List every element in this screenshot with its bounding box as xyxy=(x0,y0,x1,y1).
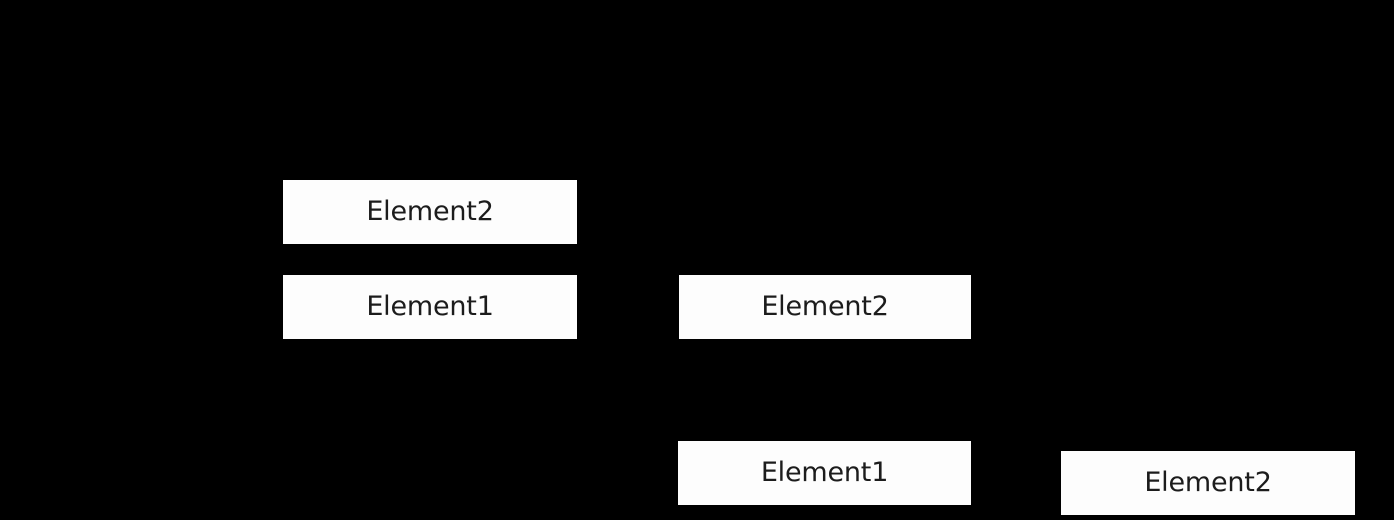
element-box-4-label: Element1 xyxy=(760,456,889,488)
element-box-4[interactable]: Element1 xyxy=(678,441,971,505)
element-box-2[interactable]: Element1 xyxy=(283,275,577,339)
element-box-3[interactable]: Element2 xyxy=(679,275,971,339)
element-box-1[interactable]: Element2 xyxy=(283,180,577,244)
element-box-5[interactable]: Element2 xyxy=(1061,451,1355,515)
element-box-3-label: Element2 xyxy=(761,290,889,322)
element-box-2-label: Element1 xyxy=(366,290,494,322)
element-box-1-label: Element2 xyxy=(366,195,494,227)
element-box-5-label: Element2 xyxy=(1144,466,1272,498)
